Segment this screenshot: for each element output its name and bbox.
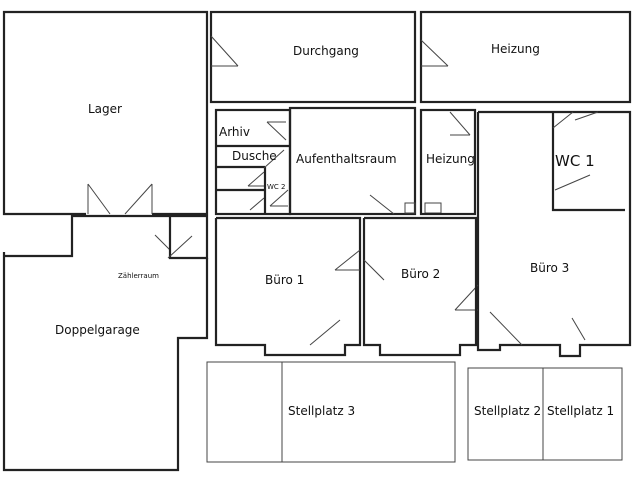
label-dusche: Dusche [232,149,277,163]
label-lager: Lager [88,102,122,116]
room-heizung-top [419,10,632,104]
label-zaehlerraum: Zählerraum [118,272,159,280]
room-buero3 [454,110,632,358]
room-doppelgarage [2,214,209,472]
parking-stellplatz1-2 [467,367,623,461]
label-arhiv: Arhiv [219,125,250,139]
label-buero3: Büro 3 [530,261,569,275]
room-heizung-small [419,108,477,216]
room-buero1 [214,216,362,357]
room-buero2 [362,216,478,357]
room-zaehlerraum [167,214,209,260]
label-doppelgarage: Doppelgarage [55,323,140,337]
label-aufenthaltsraum: Aufenthaltsraum [296,152,397,166]
room-durchgang [209,10,417,104]
label-heizung-top: Heizung [491,42,540,56]
parking-stellplatz3 [206,361,456,463]
label-wc1: WC 1 [555,152,595,170]
label-stellplatz3: Stellplatz 3 [288,404,355,418]
label-heizung-small: Heizung [426,152,475,166]
label-wc2: WC 2 [267,183,286,191]
label-durchgang: Durchgang [293,44,359,58]
room-lager [2,10,209,216]
label-stellplatz1: Stellplatz 1 [547,404,614,418]
label-buero2: Büro 2 [401,267,440,281]
label-stellplatz2: Stellplatz 2 [474,404,541,418]
label-buero1: Büro 1 [265,273,304,287]
room-aufenthaltsraum [288,106,442,216]
